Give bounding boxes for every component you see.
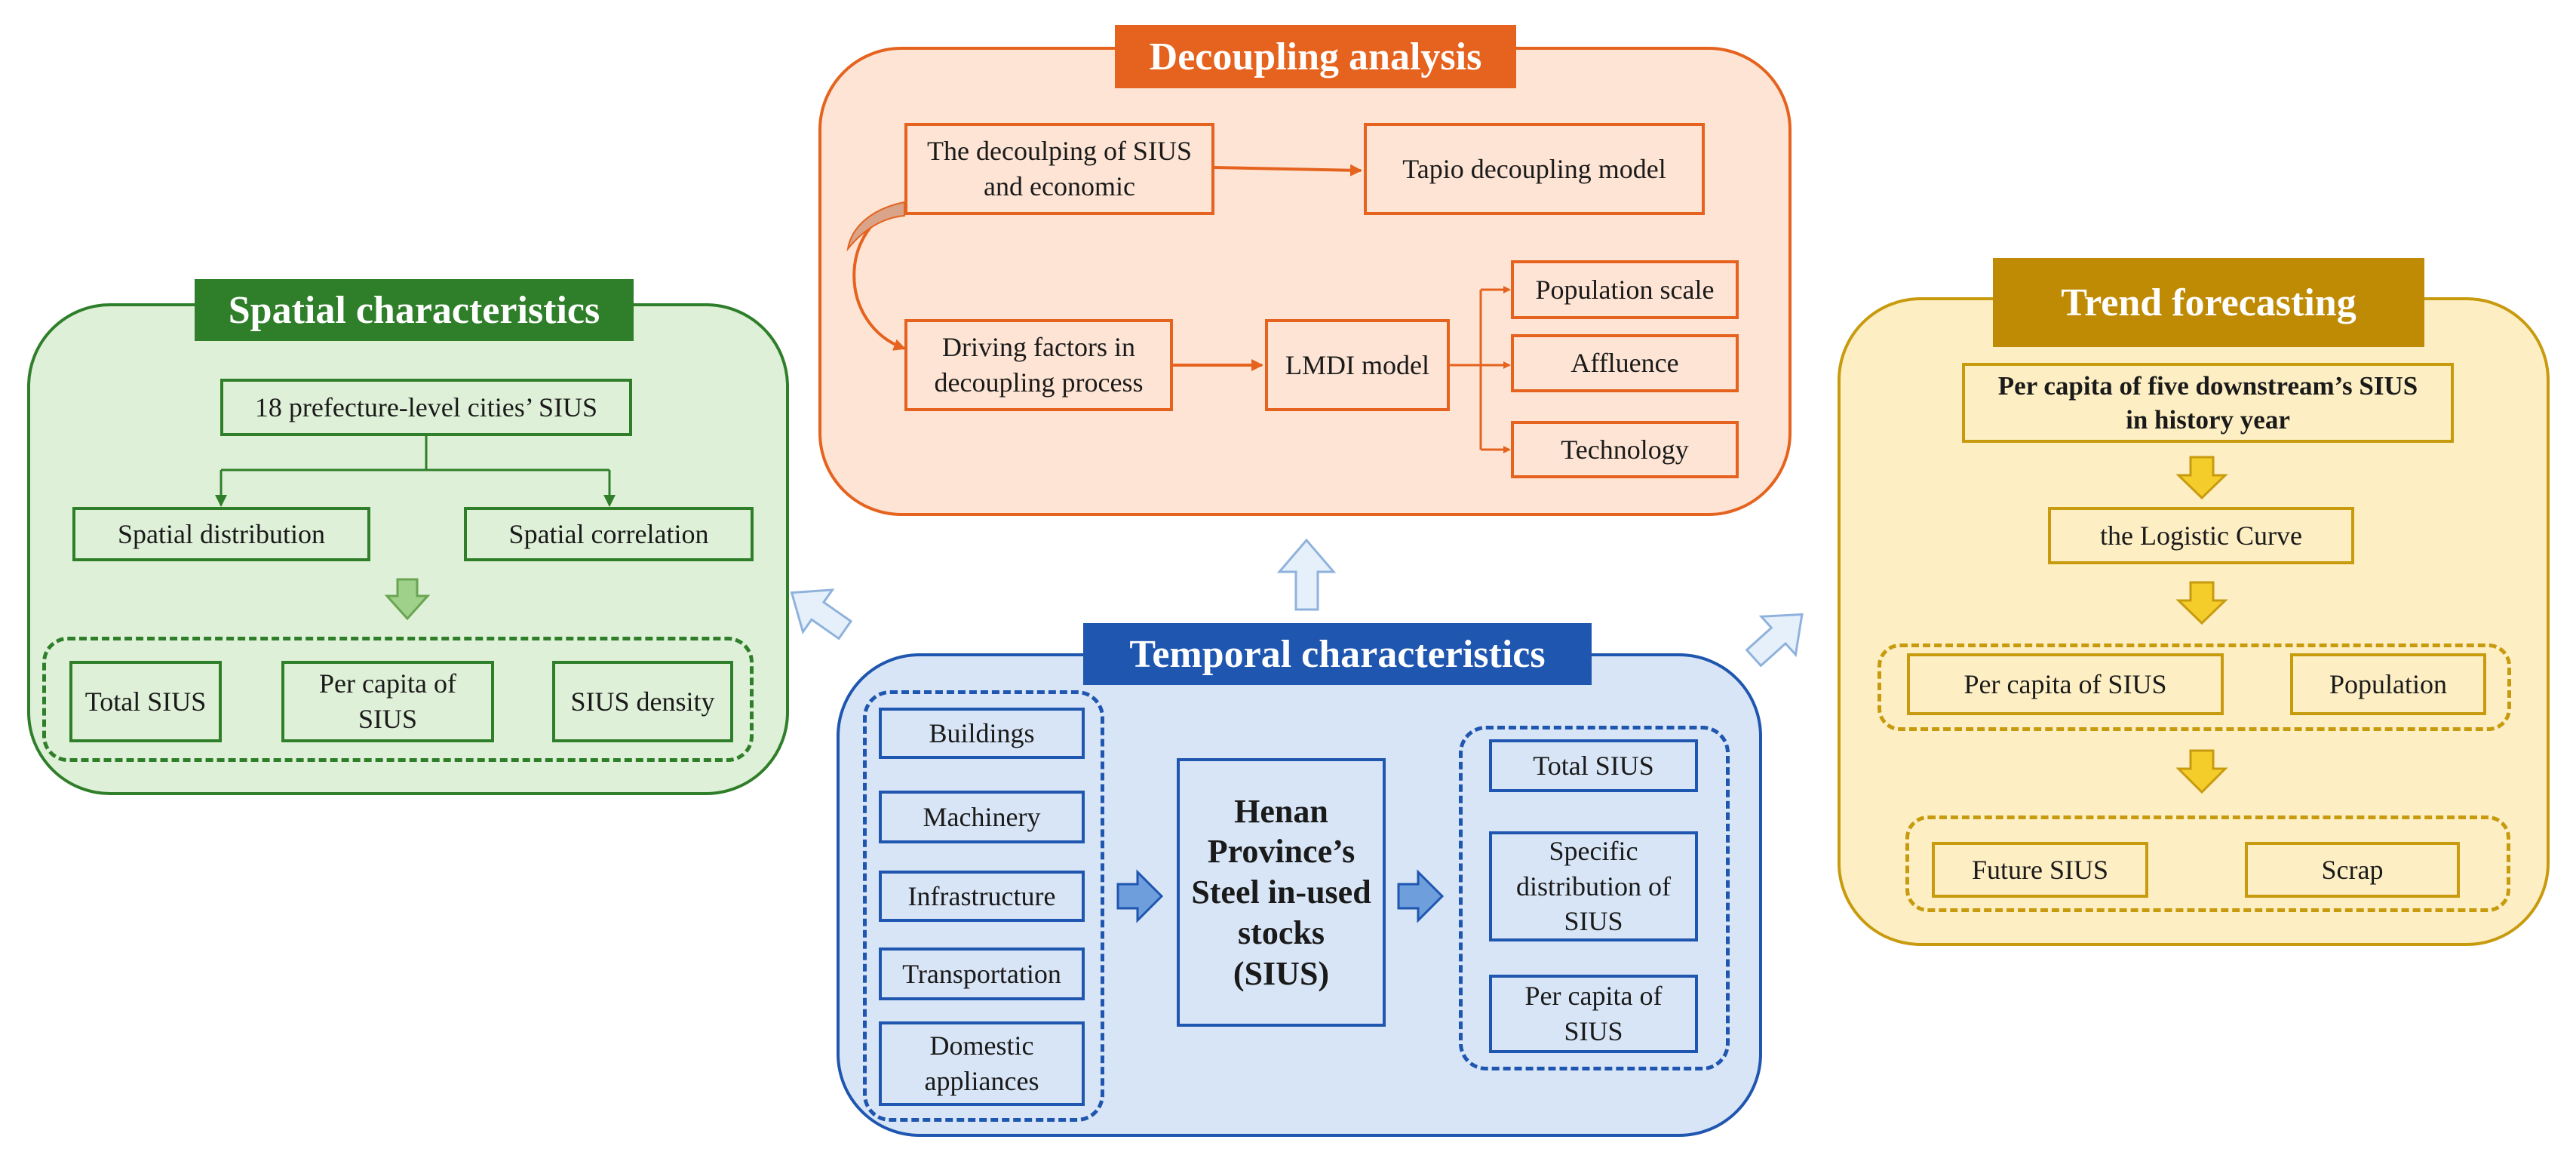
center-to-outputs-arrow [1397,869,1445,923]
history-per-capita-box: Per capita of five downstream’s SIUS in … [1962,363,2454,443]
temporal-to-spatial-arrow [790,588,853,640]
spatial-panel [27,303,789,795]
spatial-down-block-arrow [384,578,431,621]
trend-down-arrow-3 [2175,749,2228,794]
technology-box: Technology [1511,421,1739,478]
specific-distribution-box: Specific distribution of SIUS [1489,831,1698,941]
temporal-to-decoupling-arrow [1276,538,1337,611]
temporal-title: Temporal characteristics [1083,623,1592,685]
spatial-indicators-group [42,637,754,762]
temporal-to-trend-arrow [1745,613,1804,668]
spatial-title: Spatial characteristics [195,279,634,341]
sius-outputs-group [1459,726,1730,1070]
machinery-box: Machinery [879,791,1085,843]
temporal-total-sius-box: Total SIUS [1489,739,1698,792]
population-scale-box: Population scale [1511,260,1739,319]
decoupling-title: Decoupling analysis [1115,25,1516,88]
trend-title: Trend forecasting [1993,258,2424,347]
sectors-to-center-arrow [1116,869,1164,923]
infrastructure-box: Infrastructure [879,871,1085,922]
spatial-branch-lines [221,436,609,471]
sius-density-box: SIUS density [552,661,733,742]
per-capita-sius-box: Per capita of SIUS [281,661,494,742]
forecast-inputs-group [1878,643,2511,731]
future-sius-box: Future SIUS [1932,842,2148,898]
decoupling-of-sius-box: The decoulping of SIUS and economic [904,123,1214,215]
trend-population-box: Population [2290,653,2486,715]
lmdi-branch-lines [1450,290,1482,450]
spatial-distribution-box: Spatial distribution [72,507,370,561]
temporal-panel [837,653,1762,1137]
henan-sius-center-box: Henan Province’s Steel in-used stocks (S… [1177,758,1386,1027]
trend-per-capita-box: Per capita of SIUS [1907,653,2224,715]
downstream-sectors-group [863,690,1104,1122]
logistic-curve-box: the Logistic Curve [2048,507,2354,564]
driving-factors-box: Driving factors in decoupling process [904,319,1173,411]
spatial-correlation-box: Spatial correlation [464,507,754,561]
cities-sius-box: 18 prefecture-level cities’ SIUS [220,379,632,436]
trend-panel [1838,297,2550,946]
forecast-outputs-group [1905,815,2510,912]
buildings-box: Buildings [879,708,1085,759]
transportation-box: Transportation [879,948,1085,1000]
temporal-per-capita-box: Per capita of SIUS [1489,975,1698,1053]
total-sius-box: Total SIUS [69,661,222,742]
scrap-box: Scrap [2245,842,2460,898]
curved-arrow-shade [846,201,905,252]
domestic-appliances-box: Domestic appliances [879,1021,1085,1106]
tapio-model-box: Tapio decoupling model [1364,123,1705,215]
lmdi-model-box: LMDI model [1265,319,1450,411]
trend-down-arrow-1 [2175,456,2228,500]
arrow-decoupling-to-tapio [1214,164,1362,177]
trend-down-arrow-2 [2175,581,2228,625]
affluence-box: Affluence [1511,334,1739,392]
